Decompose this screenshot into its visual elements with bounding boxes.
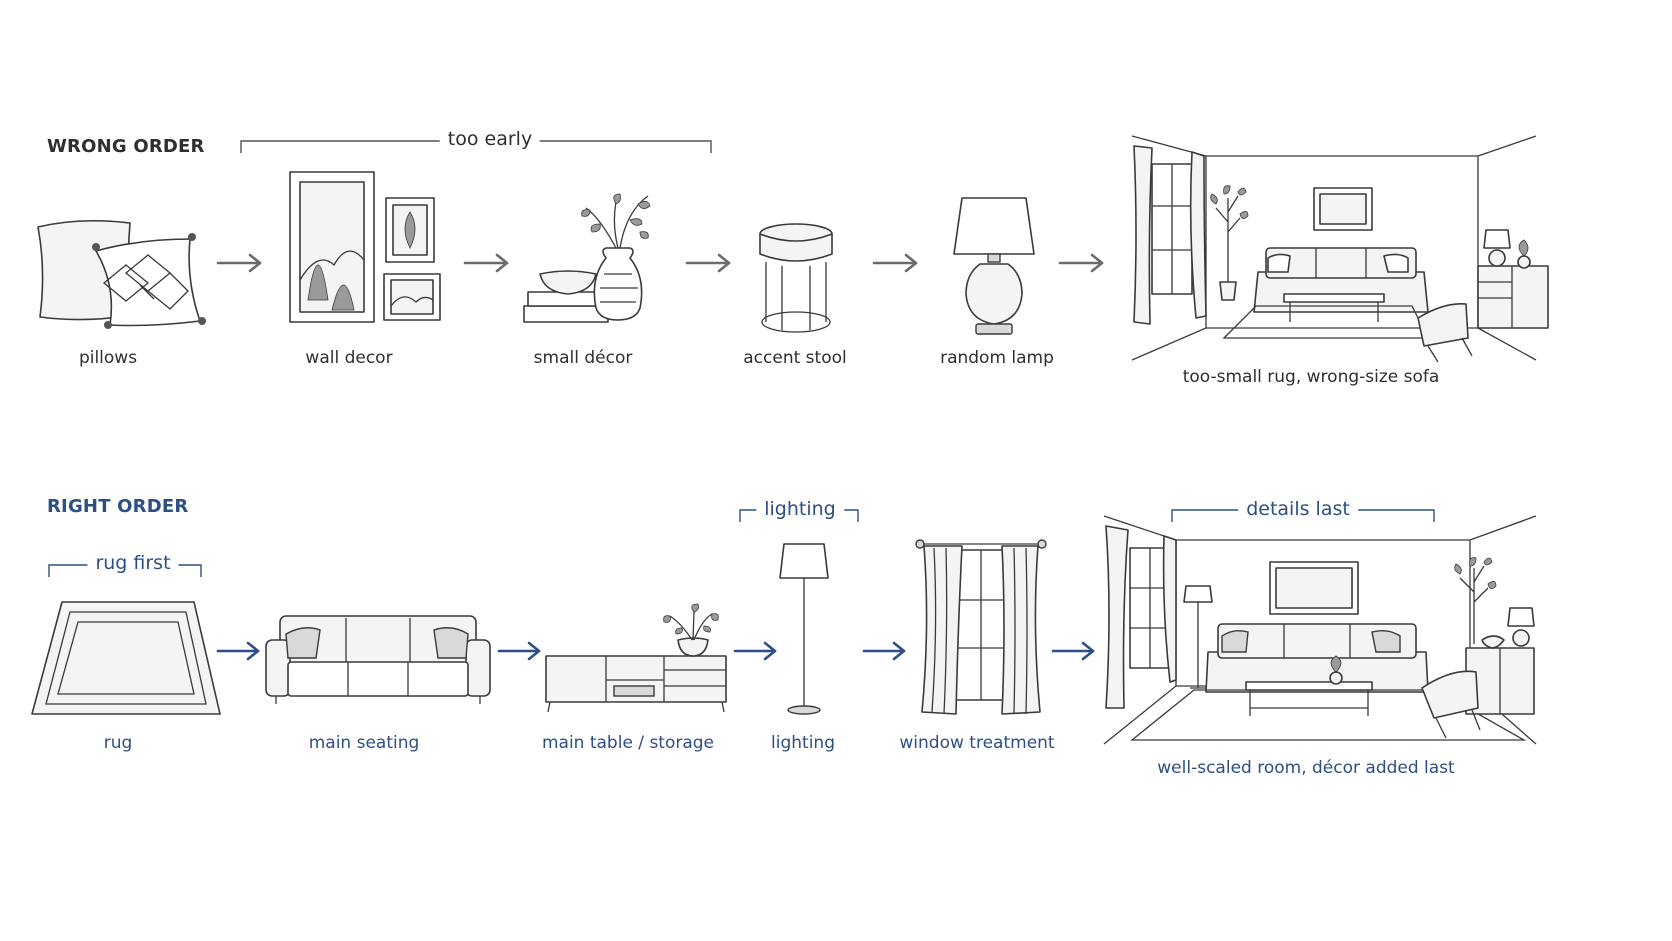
step-label-window-treatment: window treatment <box>899 735 1054 752</box>
arrow-icon <box>872 253 932 273</box>
right-order-title: RIGHT ORDER <box>47 498 188 516</box>
rug-first-label: rug first <box>87 554 178 573</box>
too-early-label: too early <box>440 130 540 149</box>
arrow-icon <box>862 641 922 661</box>
step-label-pillows: pillows <box>79 350 137 367</box>
wrong-result-label: too-small rug, wrong-size sofa <box>1183 369 1440 386</box>
step-label-main-seating: main seating <box>309 735 420 752</box>
wrong-room-illustration <box>1128 132 1558 372</box>
step-label-rug: rug <box>104 735 133 752</box>
right-result-label: well-scaled room, décor added last <box>1157 760 1454 777</box>
wrong-order-title: WRONG ORDER <box>47 138 205 156</box>
step-label-random-lamp: random lamp <box>940 350 1054 367</box>
main-table-storage-illustration <box>544 604 734 714</box>
random-lamp-illustration <box>946 194 1046 339</box>
arrow-icon <box>463 253 523 273</box>
floor-lamp-illustration <box>776 540 836 720</box>
arrow-icon <box>685 253 745 273</box>
arrow-icon <box>216 253 276 273</box>
step-label-wall-decor: wall decor <box>305 350 392 367</box>
right-room-illustration <box>1100 512 1540 752</box>
lighting-bracket-label: lighting <box>756 500 844 519</box>
rug-illustration <box>28 600 228 720</box>
main-seating-illustration <box>264 612 494 712</box>
arrow-icon <box>1058 253 1118 273</box>
accent-stool-illustration <box>752 218 842 338</box>
step-label-small-decor: small décor <box>534 350 633 367</box>
step-label-accent-stool: accent stool <box>743 350 846 367</box>
pillows-illustration <box>30 215 210 335</box>
step-label-main-table-storage: main table / storage <box>542 735 714 752</box>
small-decor-illustration <box>520 188 660 333</box>
wall-decor-illustration <box>288 170 448 330</box>
window-treatment-illustration <box>916 536 1056 726</box>
step-label-lighting: lighting <box>771 735 835 752</box>
